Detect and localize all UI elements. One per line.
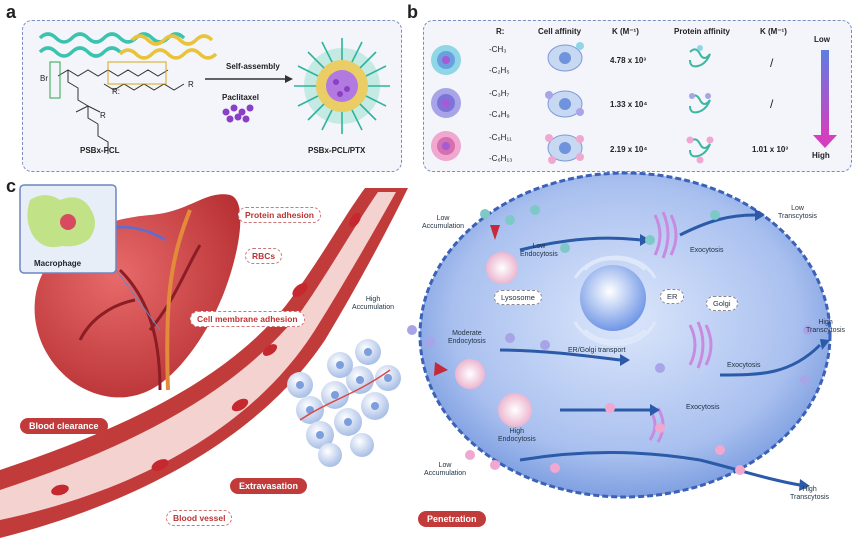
r-definition-label: R: [112, 87, 120, 96]
low-accumulation-bottom-label: Low Accumulation [424, 462, 467, 478]
micelle-name: PSBx-PCL/PTX [308, 146, 366, 155]
scattered-nanoparticles [407, 205, 813, 475]
penetration-tag: Penetration [418, 511, 486, 527]
gradient-high-label: High [812, 151, 830, 160]
row-1-k-cell: 4.78 x 10³ [610, 56, 647, 65]
header-r: R: [496, 27, 505, 36]
blood-clearance-tag: Blood clearance [20, 418, 108, 434]
nucleus [580, 265, 646, 331]
nanoparticle-row-2 [431, 88, 461, 118]
panel-label-a: a [6, 2, 17, 22]
low-high-gradient-arrow [813, 50, 837, 148]
panel-label-c: c [6, 176, 17, 196]
high-endosome [498, 393, 532, 427]
row-1-r-bottom: -C₂H₅ [489, 66, 510, 75]
row-2-k-cell: 1.33 x 10⁴ [610, 100, 648, 109]
exocytosis-top-label: Exocytosis [690, 247, 724, 254]
er-label: ER [660, 289, 685, 304]
nanoparticle-row-3 [431, 131, 461, 161]
lysosome-label: Lysosome [494, 290, 542, 305]
paclitaxel-label: Paclitaxel [222, 93, 259, 102]
panel-label-b: b [407, 2, 418, 22]
low-endocytosis-label: Low Endocytosis [520, 243, 558, 259]
high-transcytosis-bottom-label: High Transcytosis [790, 486, 830, 502]
er-golgi-transport-label: ER/Golgi transport [568, 347, 626, 354]
chemical-structure [49, 61, 185, 154]
golgi-apparatus [648, 211, 713, 443]
row-2-r-bottom: -C₄H₉ [489, 110, 510, 119]
extravasation-tag: Extravasation [230, 478, 308, 494]
exocytosis-mid-label: Exocytosis [727, 362, 761, 369]
low-accumulation-top-label: Low Accumulation [422, 215, 465, 231]
high-transcytosis-mid-label: High Transcytosis [806, 319, 846, 335]
tumor-cell-cluster [287, 339, 401, 467]
moderate-endocytosis-label: Moderate Endocytosis [448, 330, 486, 346]
nanoparticle-row-1 [431, 45, 461, 75]
paclitaxel-particles [222, 104, 254, 123]
row-2-k-protein: / [770, 97, 774, 111]
header-k-cell: K (M⁻¹) [612, 27, 639, 36]
cell-membrane-adhesion-label: Cell membrane adhesion [190, 311, 305, 327]
high-accumulation-label: High Accumulation [352, 296, 395, 312]
lysosome-icon [486, 252, 518, 284]
row-3-k-cell: 2.19 x 10⁴ [610, 145, 648, 154]
r-substituent-1: R [188, 80, 194, 89]
header-protein-affinity: Protein affinity [674, 27, 731, 36]
blood-vessel [0, 188, 408, 538]
high-endocytosis-label: High Endocytosis [498, 428, 536, 444]
polymer-name: PSBx-PCL [80, 146, 120, 155]
row-3-r-bottom: -C₆H₁₃ [489, 154, 513, 163]
row-3-k-protein: 1.01 x 10³ [752, 145, 789, 154]
low-transcytosis-label: Low Transcytosis [778, 205, 818, 221]
golgi-label: Golgi [706, 296, 738, 311]
rbcs-label: RBCs [245, 248, 283, 264]
vessel-lumen [0, 192, 396, 520]
endoplasmic-reticulum [573, 255, 657, 346]
red-blood-cells [51, 212, 361, 496]
inset-connector [115, 269, 161, 331]
self-assembly-label: Self-assembly [226, 62, 280, 71]
protein-affinity-icons [686, 45, 714, 164]
r-substituent-2: R [100, 111, 106, 120]
row-1-r-top: -CH₃ [489, 45, 507, 54]
row-2-r-top: -C₃H₇ [489, 89, 510, 98]
gradient-low-label: Low [814, 35, 830, 44]
micelle-illustration [294, 38, 390, 134]
macrophage-label: Macrophage [34, 259, 82, 268]
moderate-endosome [455, 359, 485, 389]
row-1-k-protein: / [770, 56, 774, 70]
macrophage-nucleus [60, 214, 76, 230]
br-label: Br [40, 74, 48, 83]
header-cell-affinity: Cell affinity [538, 27, 582, 36]
polymer-chains [38, 32, 218, 60]
cell-affinity-icons [545, 42, 584, 164]
protein-adhesion-label: Protein adhesion [238, 207, 321, 223]
exocytosis-bottom-label: Exocytosis [686, 404, 720, 411]
row-3-r-top: -C₅H₁₁ [489, 133, 512, 142]
header-k-protein: K (M⁻¹) [760, 27, 787, 36]
blood-vessel-label: Blood vessel [166, 510, 233, 526]
